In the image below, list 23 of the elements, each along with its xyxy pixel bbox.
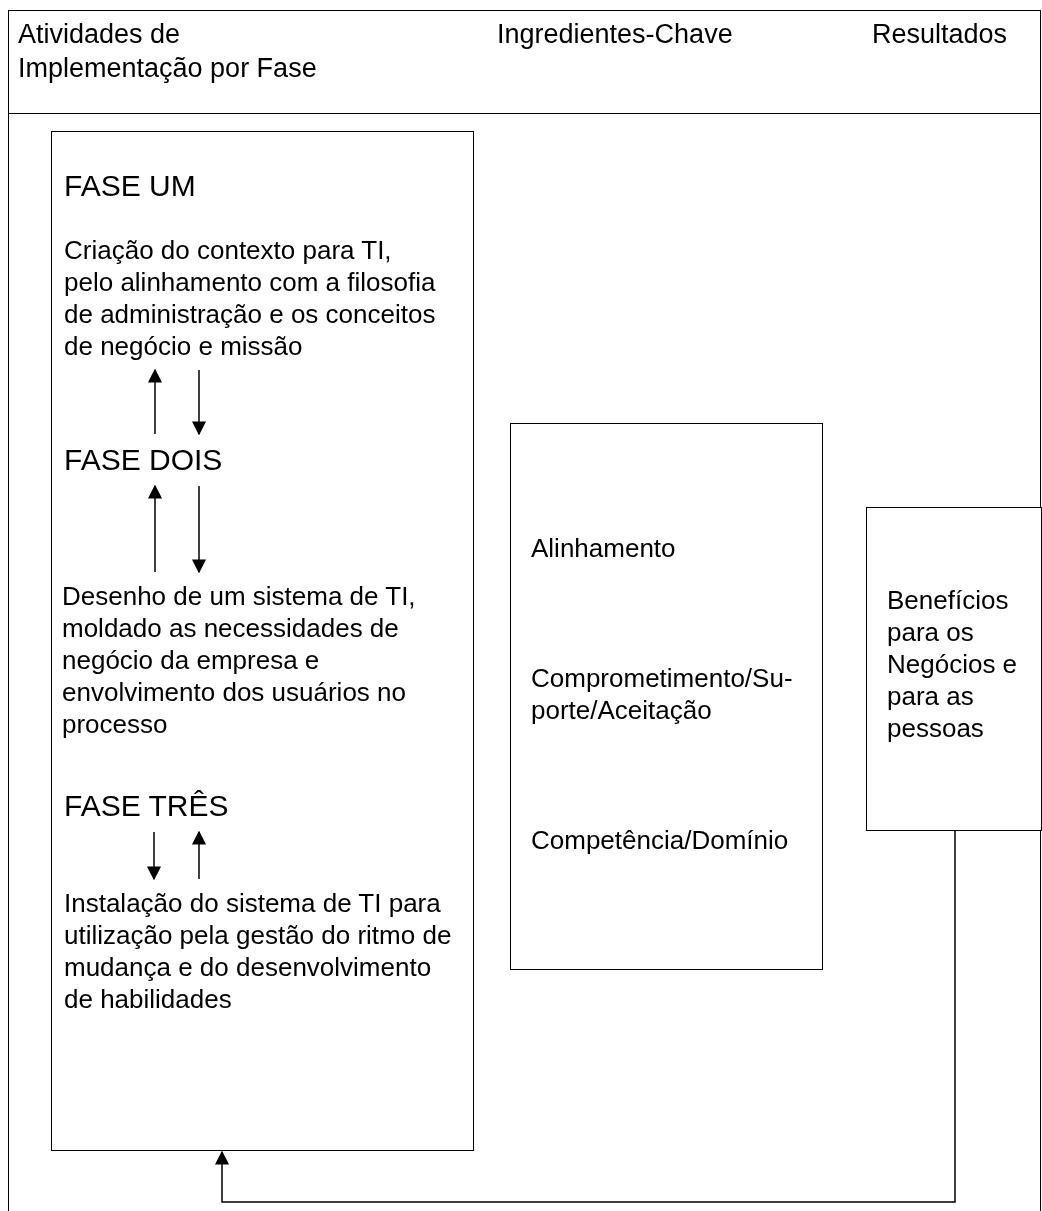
phase-heading: FASE DOIS [64, 442, 454, 478]
phase-description: Desenho de um sistema de TI, moldado as necessidades de negócio da empresa e envolvimento dos usuários no processo [62, 580, 467, 740]
arrow [148, 484, 162, 573]
arrow [147, 831, 161, 881]
phase-heading: FASE TRÊS [64, 788, 454, 824]
content-box [866, 507, 1042, 831]
box-text: Competência/Domínio [531, 824, 790, 856]
column-header: Ingredientes-Chave [497, 18, 734, 51]
phase-description: Criação do contexto para TI, pelo alinhamento com a filosofia de administração e os conceitos de negócio e missão [64, 234, 436, 362]
box-text: Comprometimento/Su-porte/Aceitação [531, 662, 794, 726]
arrow [192, 485, 206, 574]
arrow [215, 830, 956, 1203]
arrow [148, 368, 162, 435]
box-text: Alinhamento [531, 532, 677, 564]
arrow [192, 830, 206, 880]
phase-box [51, 131, 474, 1151]
arrow [192, 369, 206, 436]
box-text: Benefícios para os Negócios e para as pessoas [887, 584, 1019, 744]
phase-description: Instalação do sistema de TI para utilização pela gestão do ritmo de mudança e do desenvolvimento de habilidades [64, 887, 464, 1015]
column-header: Resultados [872, 18, 1009, 51]
column-header: Atividades de Implementação por Fase [18, 18, 318, 85]
content-box [510, 423, 823, 970]
phase-heading: FASE UM [64, 168, 454, 204]
